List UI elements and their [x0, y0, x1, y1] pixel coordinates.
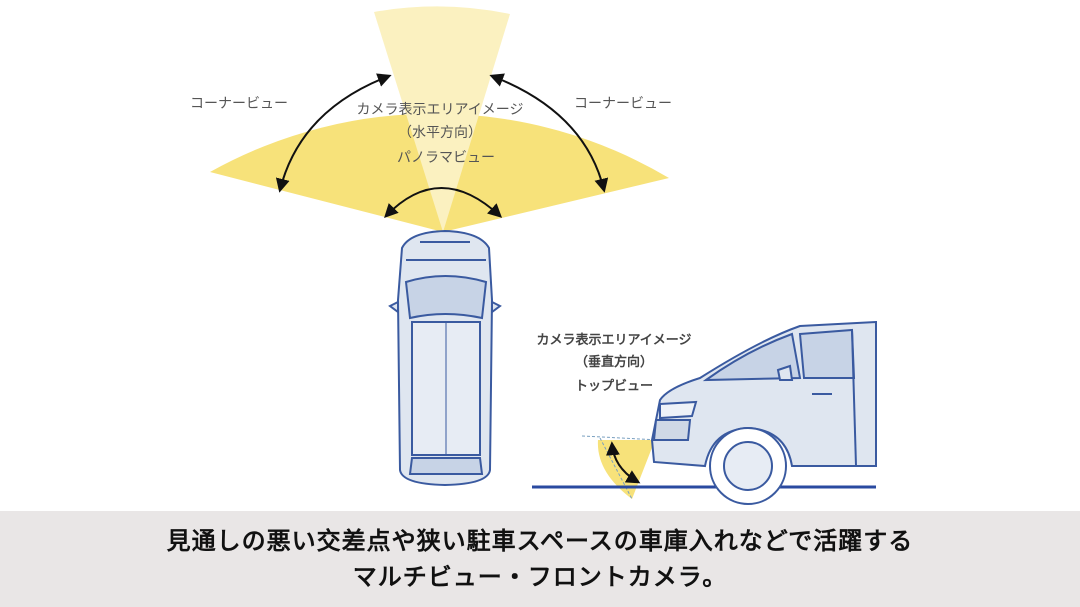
car-side-view: [650, 320, 877, 505]
top-view-area: [597, 440, 655, 499]
horizontal-view-fan: [210, 6, 669, 232]
side-mirror: [776, 364, 794, 381]
side-window: [798, 328, 856, 379]
grille: [652, 419, 692, 441]
vertical-area-title: カメラ表示エリアイメージ: [536, 332, 691, 348]
side-mirror-right: [491, 300, 502, 314]
view-arrows: [275, 73, 609, 219]
view-boundary-lower: [599, 437, 633, 500]
panorama-arrow: [384, 187, 503, 219]
corner-left-arrow: [275, 73, 392, 193]
caption-bar: 見通しの悪い交差点や狭い駐車スペースの車庫入れなどで活躍する マルチビュー・フロ…: [0, 511, 1080, 607]
corner-view-right-label: コーナービュー: [574, 96, 672, 112]
side-mirror-left: [388, 300, 399, 314]
vertical-area-direction: （垂直方向）: [575, 354, 653, 370]
horizontal-area-title: カメラ表示エリアイメージ: [356, 102, 523, 118]
side-windshield: [702, 332, 802, 382]
car-top-view: [388, 229, 502, 487]
top-view-label: トップビュー: [575, 378, 653, 394]
view-boundary-upper: [581, 435, 661, 441]
top-view-arrow: [605, 441, 641, 484]
camera-view-diagram: コーナービュー コーナービュー カメラ表示エリアイメージ （水平方向） パノラマ…: [190, 6, 877, 505]
caption-line-2: マルチビュー・フロントカメラ。: [352, 563, 728, 591]
windshield: [404, 275, 488, 320]
headlight: [659, 400, 698, 420]
corner-right-arrow: [489, 73, 609, 193]
vertical-view-fan: [581, 435, 661, 500]
horizontal-area-direction: （水平方向）: [398, 125, 482, 141]
panorama-view-label: パノラマビュー: [397, 150, 495, 166]
corner-view-left-label: コーナービュー: [190, 96, 288, 112]
caption-line-1: 見通しの悪い交差点や狭い駐車スペースの車庫入れなどで活躍する: [166, 527, 914, 555]
fan-center-area: [374, 6, 510, 232]
rear-window: [408, 457, 484, 475]
